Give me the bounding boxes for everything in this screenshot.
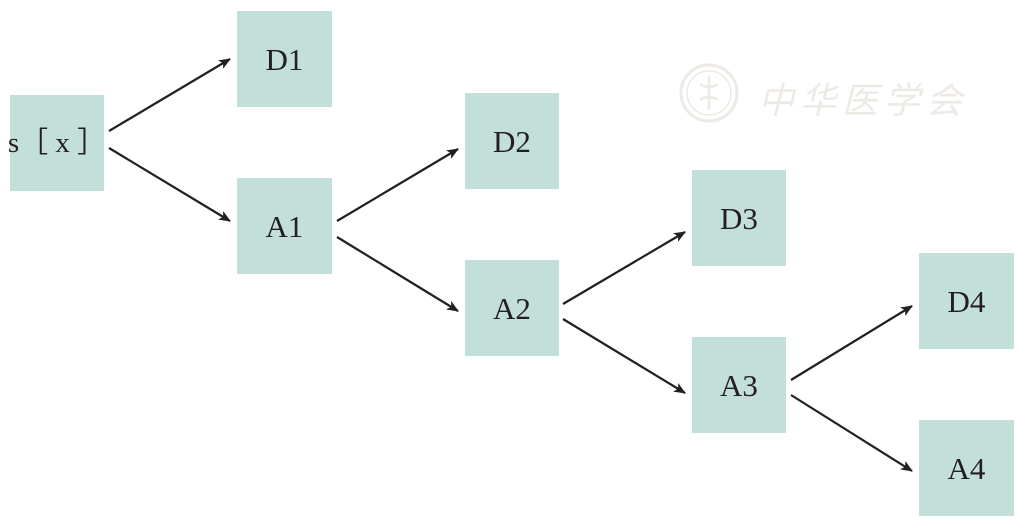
arrow-a3-to-d4 [790,305,913,381]
watermark-text: 中华医学会 [758,81,969,122]
node-input-signal: s［ x ］ [8,95,106,191]
arrow-a2-to-d3 [562,231,686,305]
node-d3: D3 [692,170,786,266]
arrow-a1-to-d2 [336,148,459,222]
node-a2: A2 [465,260,559,356]
node-d4: D4 [919,253,1014,349]
arrow-a2-to-a3 [562,318,686,394]
arrow-a3-to-a4 [790,394,913,472]
arrow-a1-to-a2 [336,236,459,312]
node-a1: A1 [237,178,332,274]
arrow-s-to-a1 [108,147,231,222]
arrow-s-to-d1 [108,58,231,132]
society-seal-icon [679,63,739,123]
node-a4: A4 [919,420,1014,516]
node-a3: A3 [692,337,786,433]
node-d1: D1 [237,11,332,107]
node-d2: D2 [465,93,559,189]
watermark: 中华医学会 [678,60,978,126]
